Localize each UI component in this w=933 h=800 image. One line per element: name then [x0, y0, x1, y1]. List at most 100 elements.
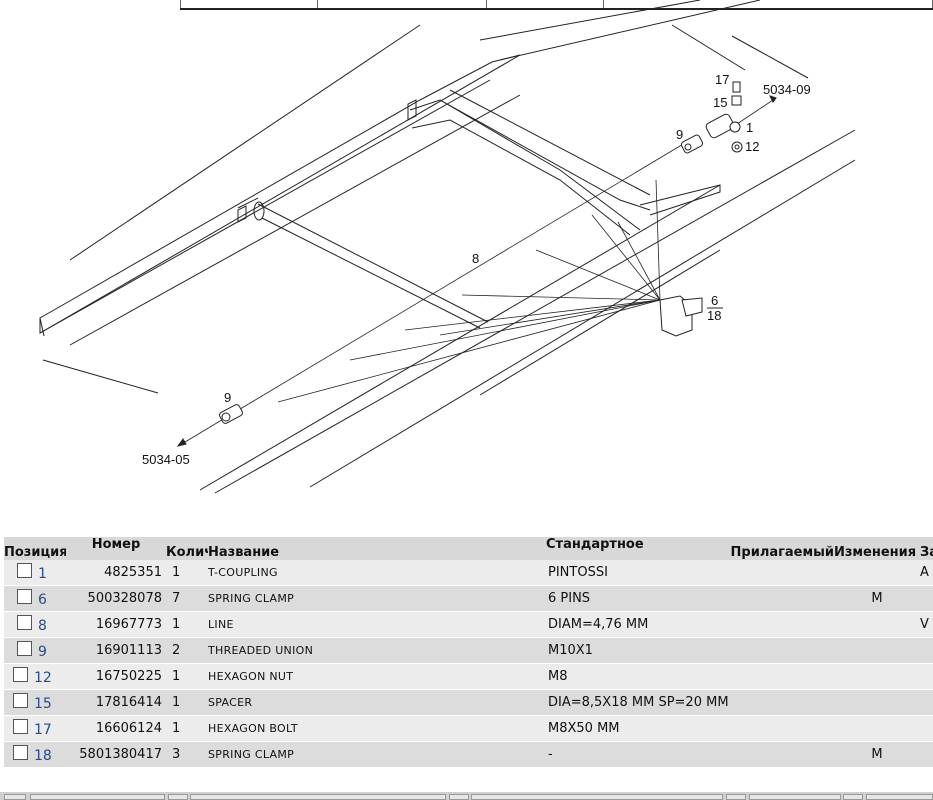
change-flag: M — [834, 585, 920, 612]
part-name: SPRING CLAMP — [208, 585, 546, 612]
part-number: 5801380417 — [66, 741, 166, 768]
reference-5034-05: 5034-05 — [142, 452, 190, 467]
position-link[interactable]: 12 — [34, 670, 52, 686]
reference-5034-09: 5034-09 — [763, 82, 811, 97]
row-checkbox[interactable] — [13, 719, 28, 734]
standard-value: M8X50 MM — [546, 715, 834, 742]
part-number: 17816414 — [66, 689, 166, 716]
row-checkbox[interactable] — [13, 693, 28, 708]
brake-lines — [179, 97, 777, 446]
z-flag — [920, 637, 933, 664]
part-number: 4825351 — [66, 560, 166, 586]
fittings — [176, 81, 777, 447]
standard-value: M10X1 — [546, 637, 834, 664]
toolbar-segment[interactable] — [449, 794, 469, 800]
standard-value: 6 PINS — [546, 585, 834, 612]
column-header-position[interactable]: Позиция — [4, 537, 66, 560]
table-row: 8 16967773 1 LINE DIAM=4,76 MM V — [4, 611, 933, 638]
table-row: 1 4825351 1 T-COUPLING PINTOSSI A — [4, 560, 933, 586]
spacer — [731, 95, 742, 106]
table-row: 17 16606124 1 HEXAGON BOLT M8X50 MM — [4, 715, 933, 742]
table-row: 15 17816414 1 SPACER DIA=8,5X18 MM SP=20… — [4, 689, 933, 716]
callout-17: 17 — [715, 72, 729, 87]
column-header-quantity[interactable]: Количество — [166, 537, 208, 560]
row-checkbox[interactable] — [17, 615, 32, 630]
standard-value: - — [546, 741, 834, 768]
quantity: 1 — [166, 611, 208, 638]
standard-value: DIA=8,5X18 MM SP=20 MM — [546, 689, 834, 716]
table-header-row: Позиция Номер Количество Название Станда… — [4, 537, 933, 560]
position-link[interactable]: 17 — [34, 722, 52, 738]
part-name: THREADED UNION — [208, 637, 546, 664]
quantity: 1 — [166, 663, 208, 690]
column-header-standard[interactable]: Стандартное — [546, 537, 726, 560]
line-8 — [179, 139, 691, 446]
row-checkbox[interactable] — [17, 563, 32, 578]
toolbar-segment[interactable] — [168, 794, 188, 800]
standard-value: DIAM=4,76 MM — [546, 611, 834, 638]
cross-member-tube — [257, 203, 489, 329]
row-checkbox[interactable] — [17, 641, 32, 656]
table-row: 18 5801380417 3 SPRING CLAMP - M — [4, 741, 933, 768]
toolbar-segment[interactable] — [190, 794, 446, 800]
callout-6: 6 — [711, 293, 718, 308]
column-header-name[interactable]: Название — [208, 537, 546, 560]
threaded-union-bottom — [219, 404, 243, 424]
right-rail — [199, 184, 721, 491]
position-link[interactable]: 6 — [38, 592, 47, 608]
toolbar-segment[interactable] — [843, 794, 863, 800]
toolbar-segment[interactable] — [866, 794, 933, 800]
callout-8: 8 — [472, 251, 479, 266]
toolbar-segment[interactable] — [30, 794, 165, 800]
change-flag — [834, 715, 920, 742]
quantity: 7 — [166, 585, 208, 612]
position-link[interactable]: 1 — [38, 566, 47, 582]
row-checkbox[interactable] — [13, 667, 28, 682]
position-link[interactable]: 15 — [34, 696, 52, 712]
z-flag: V — [920, 611, 933, 638]
position-link[interactable]: 18 — [34, 748, 52, 764]
z-flag — [920, 741, 933, 768]
rear-cross-member — [409, 99, 641, 236]
parts-diagram: 17 15 1 12 9 5034-09 8 6 18 9 5034-05 — [39, 0, 856, 494]
threaded-union-top — [680, 134, 704, 154]
row-checkbox[interactable] — [13, 745, 28, 760]
quantity: 1 — [166, 715, 208, 742]
toolbar-segment[interactable] — [749, 794, 841, 800]
position-link[interactable]: 9 — [38, 644, 47, 660]
toolbar-segment[interactable] — [4, 794, 26, 800]
position-link[interactable]: 8 — [38, 618, 47, 634]
left-rail — [39, 54, 521, 334]
change-flag — [834, 663, 920, 690]
standard-value: M8 — [546, 663, 834, 690]
change-flag — [834, 560, 920, 586]
callout-12: 12 — [745, 139, 759, 154]
toolbar-segment[interactable] — [471, 794, 723, 800]
column-header-number[interactable]: Номер — [66, 537, 166, 560]
chassis-frame — [39, 0, 856, 494]
callout-labels: 17 15 1 12 9 5034-09 8 6 18 9 5034-05 — [142, 72, 811, 467]
t-coupling — [705, 113, 741, 139]
column-header-applied[interactable]: Прилагаемый — [726, 537, 834, 560]
column-header-z[interactable]: За — [920, 537, 933, 560]
z-flag: A — [920, 560, 933, 586]
table-row: 9 16901113 2 THREADED UNION M10X1 — [4, 637, 933, 664]
parts-table: Позиция Номер Количество Название Станда… — [4, 537, 933, 768]
toolbar-segment[interactable] — [726, 794, 746, 800]
quantity: 2 — [166, 637, 208, 664]
bottom-toolbar-strip — [0, 792, 933, 800]
part-name: T-COUPLING — [208, 560, 546, 586]
hexagon-nut — [731, 141, 743, 153]
part-number: 500328078 — [66, 585, 166, 612]
column-header-changes[interactable]: Изменения — [834, 537, 920, 560]
row-checkbox[interactable] — [17, 589, 32, 604]
part-name: SPACER — [208, 689, 546, 716]
arrow-5034-05 — [176, 438, 187, 447]
table-row: 12 16750225 1 HEXAGON NUT M8 — [4, 663, 933, 690]
quantity: 1 — [166, 689, 208, 716]
change-flag — [834, 637, 920, 664]
z-flag — [920, 689, 933, 716]
standard-value: PINTOSSI — [546, 560, 834, 586]
change-flag: M — [834, 741, 920, 768]
change-flag — [834, 611, 920, 638]
